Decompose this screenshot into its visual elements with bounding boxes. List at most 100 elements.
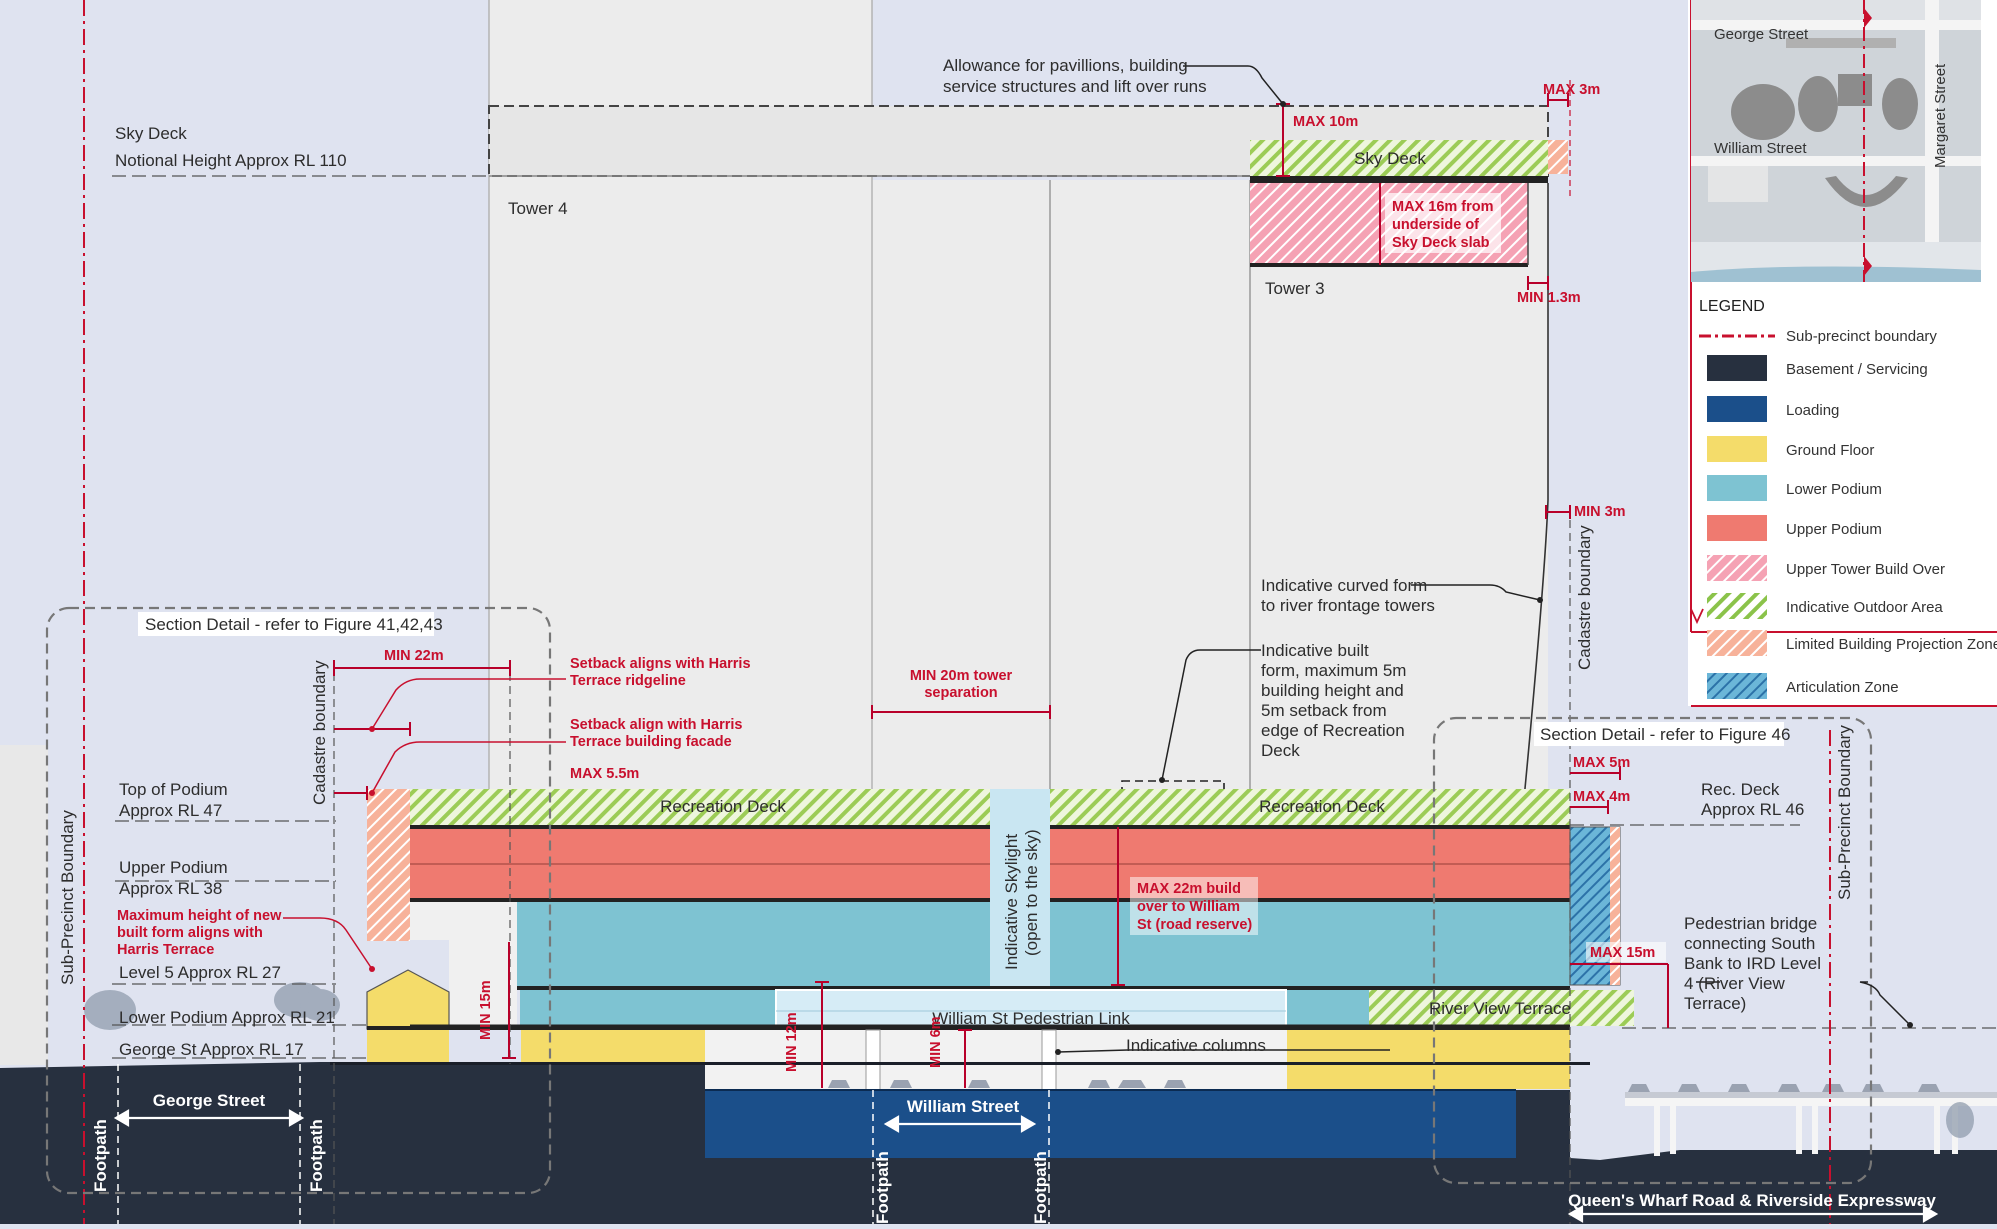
max-5m-label: MAX 5m — [1573, 755, 1630, 771]
section-detail-right-label: Section Detail - refer to Figure 46 — [1540, 725, 1790, 744]
min-20m-label-1: MIN 20m tower — [910, 668, 1013, 684]
loading — [705, 1090, 1516, 1158]
min-12m-label: MIN 12m — [784, 1012, 800, 1072]
legend-label: Loading — [1786, 402, 1839, 419]
built-label-1: Indicative built — [1261, 641, 1369, 660]
legend-swatch — [1707, 355, 1767, 381]
legend-item: Limited Building Projection Zone — [1707, 630, 1997, 656]
max-height-label-2: built form aligns with — [117, 925, 263, 941]
sky-deck-label: Sky Deck — [115, 124, 187, 143]
ped-link-label: William St Pedestrian Link — [932, 1009, 1130, 1028]
legend-label: Indicative Outdoor Area — [1786, 599, 1943, 616]
lower-podium-right — [1050, 902, 1570, 989]
legend-item: Basement / Servicing — [1707, 355, 1928, 381]
built-label-3: building height and — [1261, 681, 1404, 700]
legend-item: Loading — [1707, 396, 1839, 422]
max-16m-label-3: Sky Deck slab — [1392, 235, 1490, 251]
skylight-label-2: (open to the sky) — [1022, 829, 1041, 956]
built-label-5: edge of Recreation — [1261, 721, 1405, 740]
tower4-label: Tower 4 — [508, 199, 568, 218]
setback-ridge-label-2: Terrace ridgeline — [570, 673, 686, 689]
notional-height-label: Notional Height Approx RL 110 — [115, 151, 347, 170]
inset-map — [1691, 0, 1981, 282]
max-16m-label-1: MAX 16m from — [1392, 199, 1494, 215]
legend-item: Ground Floor — [1707, 436, 1874, 462]
curved-label-2: to river frontage towers — [1261, 596, 1435, 615]
min-3m-label: MIN 3m — [1574, 504, 1626, 520]
sub-precinct-right-label: Sub-Precinct Boundary — [1835, 725, 1854, 900]
legend-item: Upper Podium — [1707, 515, 1882, 541]
ground-floor-left — [521, 1030, 705, 1062]
william-street-label: William Street — [907, 1097, 1020, 1116]
legend-swatch — [1707, 396, 1767, 422]
inset-william-label: William Street — [1714, 140, 1807, 157]
upper-podium-label-1: Upper Podium — [119, 858, 228, 877]
level5-label: Level 5 Approx RL 27 — [119, 963, 281, 982]
lower-podium-label: Lower Podium Approx RL 21 — [119, 1008, 335, 1027]
ground-floor-right — [1287, 1030, 1570, 1089]
legend-title: LEGEND — [1699, 298, 1765, 315]
rec-deck-rl-label-2: Approx RL 46 — [1701, 800, 1804, 819]
columns-label: Indicative columns — [1126, 1036, 1266, 1055]
legend-swatch — [1707, 515, 1767, 541]
rec-deck-right — [1050, 789, 1570, 827]
sky-deck-projection — [1548, 140, 1568, 174]
ped-bridge-label-4: 4 (River View — [1684, 974, 1785, 993]
section-detail-left-frame — [45, 606, 552, 1195]
min-15m-label: MIN 15m — [478, 980, 494, 1040]
sky-deck-outdoor — [1250, 140, 1548, 176]
max-3m-label: MAX 3m — [1543, 82, 1600, 98]
rec-deck-left-label: Recreation Deck — [660, 797, 786, 816]
max-22m-label-2: over to William — [1137, 899, 1240, 915]
rec-deck-rl-label-1: Rec. Deck — [1701, 780, 1780, 799]
max-22m-label-3: St (road reserve) — [1137, 917, 1252, 933]
ped-bridge-label-3: Bank to IRD Level — [1684, 954, 1821, 973]
car-icons — [828, 1080, 1940, 1092]
tower-center-block — [1050, 180, 1250, 828]
top-podium-label-2: Approx RL 47 — [119, 801, 222, 820]
section-detail-left-label: Section Detail - refer to Figure 41,42,4… — [145, 615, 443, 634]
top-podium-label-1: Top of Podium — [119, 780, 228, 799]
legend-swatch — [1707, 630, 1767, 656]
tower-3-block — [1250, 180, 1548, 828]
footpath-label-2: Footpath — [307, 1119, 326, 1192]
legend-label: Upper Tower Build Over — [1786, 561, 1945, 578]
legend-swatch — [1707, 436, 1767, 462]
setback-facade-label-2: Terrace building facade — [570, 734, 732, 750]
legend-swatch — [1707, 593, 1767, 619]
min-1-3m-label: MIN 1.3m — [1517, 290, 1581, 306]
legend-label: Limited Building Projection Zone — [1786, 636, 1997, 653]
george-rl-label: George St Approx RL 17 — [119, 1040, 304, 1059]
min-22m-label: MIN 22m — [384, 648, 444, 664]
legend-swatch — [1707, 555, 1767, 581]
legend-label: Sub-precinct boundary — [1786, 328, 1937, 345]
tree-icons — [84, 982, 1974, 1138]
legend-label: Ground Floor — [1786, 442, 1874, 459]
allowance-label-1: Allowance for pavillions, building — [943, 56, 1188, 75]
legend-label: Lower Podium — [1786, 481, 1882, 498]
upper-podium-right — [1050, 827, 1570, 898]
legend-label: Basement / Servicing — [1786, 361, 1928, 378]
inset-george-label: George Street — [1714, 26, 1809, 43]
footpath-label-1: Footpath — [91, 1119, 110, 1192]
setback-ridge-label-1: Setback aligns with Harris — [570, 656, 751, 672]
george-street-label: George Street — [153, 1091, 266, 1110]
rec-deck-right-label: Recreation Deck — [1259, 797, 1385, 816]
river-view-label: River View Terrace — [1429, 999, 1571, 1018]
min-20m-label-2: separation — [924, 685, 997, 701]
min-6m-label: MIN 6m — [928, 1016, 944, 1068]
legend-label: Articulation Zone — [1786, 679, 1899, 696]
upper-podium-label-2: Approx RL 38 — [119, 879, 222, 898]
built-label-6: Deck — [1261, 741, 1300, 760]
tower-left-block — [872, 180, 1050, 828]
ped-bridge-label-5: Terrace) — [1684, 994, 1746, 1013]
ped-bridge-label-2: connecting South — [1684, 934, 1815, 953]
sub-precinct-left-label: Sub-Precinct Boundary — [58, 810, 77, 985]
legend-item: Articulation Zone — [1707, 673, 1899, 699]
legend-item: Upper Tower Build Over — [1707, 555, 1945, 581]
rec-deck-left — [410, 789, 990, 827]
inset-margaret-label: Margaret Street — [1932, 63, 1949, 168]
